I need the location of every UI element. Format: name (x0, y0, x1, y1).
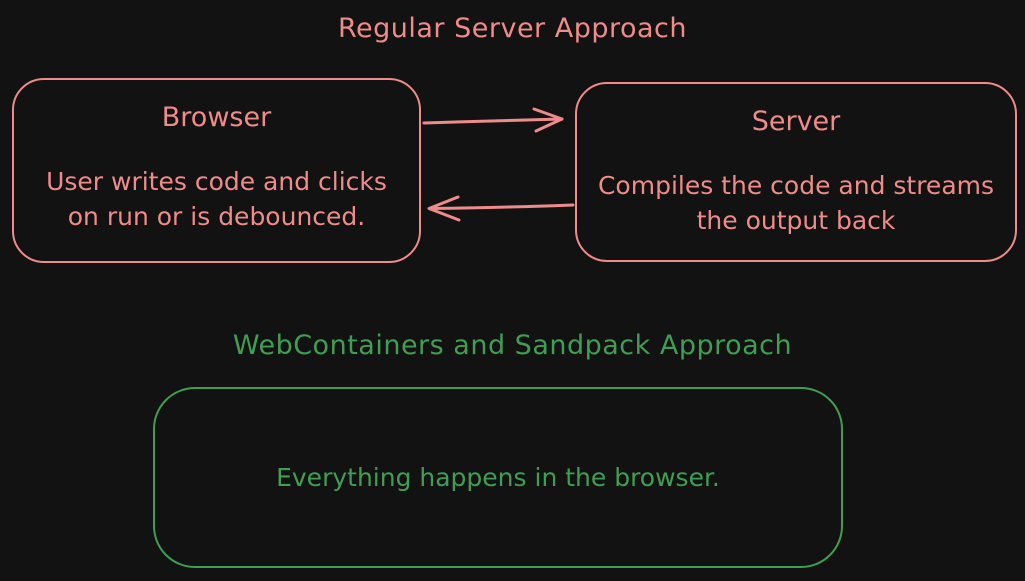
server-box: Server Compiles the code and streams the… (575, 82, 1017, 262)
server-box-line1: Compiles the code and streams (597, 171, 995, 200)
everything-in-browser-box: Everything happens in the browser. (153, 387, 843, 568)
regular-approach-title: Regular Server Approach (337, 13, 688, 44)
browser-box-body: User writes code and clicks on run or is… (14, 164, 419, 234)
server-box-line2: the output back (696, 206, 896, 235)
server-box-body: Compiles the code and streams the output… (577, 168, 1015, 238)
arrow-right-icon (422, 107, 564, 133)
webcontainers-approach-title: WebContainers and Sandpack Approach (232, 330, 793, 361)
everything-in-browser-text: Everything happens in the browser. (276, 463, 720, 492)
arrow-left-icon (427, 195, 575, 222)
browser-box: Browser User writes code and clicks on r… (12, 78, 421, 263)
browser-box-title: Browser (161, 102, 272, 133)
server-box-title: Server (751, 106, 841, 137)
browser-box-line1: User writes code and clicks (46, 167, 387, 196)
browser-box-line2: on run or is debounced. (67, 202, 366, 231)
